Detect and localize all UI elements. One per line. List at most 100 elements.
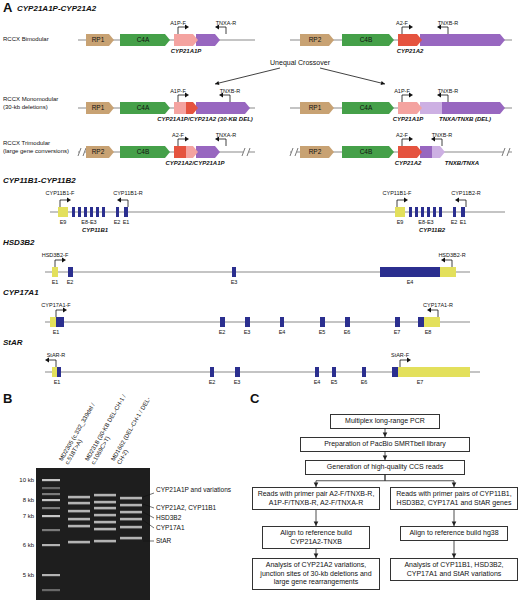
flow-line — [454, 541, 455, 559]
panel-letter: C — [250, 392, 259, 407]
sample-band — [120, 537, 142, 540]
break-mark — [295, 148, 298, 156]
ladder-band — [42, 487, 60, 489]
exon-box — [398, 367, 470, 377]
gene-arrow: RP1 — [300, 102, 334, 114]
gene-name: RP1 — [86, 102, 114, 114]
exon-box — [421, 207, 424, 217]
exon-box — [315, 367, 319, 377]
break-mark — [247, 148, 250, 156]
gene-title: CYP21A1P-CYP21A2 — [17, 4, 96, 13]
gene-label: CYP21A1P — [171, 48, 202, 55]
flow-line — [454, 510, 455, 526]
process-box: Analysis of CYP11B1, HSD3B2, CYP17A1 and… — [390, 558, 518, 581]
gene-label: CYP21A2 — [395, 160, 422, 167]
gene-fill — [120, 102, 170, 114]
band-pointer — [143, 493, 154, 497]
dna-line — [45, 321, 470, 322]
gene-label: CYP11B2 — [419, 227, 445, 234]
exon-box — [427, 207, 430, 217]
primer-arrow — [445, 260, 452, 267]
sample-band — [68, 502, 90, 505]
exon-box — [72, 207, 75, 217]
process-box: Align to reference build hg38 — [400, 526, 508, 541]
flow-line — [385, 475, 454, 488]
panel-letter: B — [3, 392, 12, 407]
process-box: Reads with primer pairs of CYP11B1, HSD3… — [390, 487, 518, 510]
size-marker: 10 kb — [19, 477, 34, 484]
primer-name: CYP17A1-R — [423, 302, 453, 308]
exon-box — [440, 267, 456, 277]
break-mark — [83, 148, 86, 156]
primer-head — [62, 258, 66, 263]
box-text: Analysis of CYP21A2 variations, junction… — [256, 561, 376, 587]
process-box: Preparation of PacBio SMRTbell library — [300, 437, 470, 452]
box-text: Align to reference build hg38 — [404, 529, 504, 538]
process-note: Unequal Crossover — [270, 59, 330, 67]
box-text: Generation of high-quality CCS reads — [309, 463, 461, 472]
gene-arrow: C4B — [342, 34, 394, 46]
exon-box — [58, 207, 68, 217]
primer-head — [117, 198, 121, 203]
sample-band — [68, 525, 90, 528]
primer-name: A2-F — [396, 132, 408, 138]
exon-label: E8-E3 — [81, 219, 96, 225]
flow-line — [385, 452, 386, 461]
size-marker: 7 kb — [23, 513, 34, 520]
primer-head — [407, 358, 411, 363]
exon-label: E3 — [244, 329, 251, 335]
row-label: RCCX Monomodular — [3, 96, 58, 103]
exon-label: E3 — [231, 279, 238, 285]
primer-head — [409, 137, 413, 142]
gene-label: TNXB/TNXA — [445, 160, 479, 167]
gene-arrow — [196, 146, 220, 158]
primer-arrow — [56, 310, 63, 317]
primer-arrow — [402, 27, 409, 34]
panel-letter: A — [3, 1, 12, 16]
band-pointer — [143, 541, 154, 542]
break-gap — [503, 148, 509, 156]
flow-arrow — [383, 452, 388, 461]
primer-name: TNXA-R — [216, 20, 236, 26]
exon-box — [220, 317, 225, 327]
gene-fill — [86, 146, 114, 158]
gene-fill — [300, 146, 334, 158]
sample-band — [120, 504, 142, 507]
box-text: Preparation of PacBio SMRTbell library — [304, 440, 466, 449]
break-mark — [502, 148, 505, 156]
exon-box — [90, 207, 93, 217]
primer-name: StAR-R — [47, 352, 66, 358]
primer-head — [45, 358, 49, 363]
exon-box — [116, 207, 119, 217]
sample-band — [94, 514, 116, 517]
primer-name: CYP11B2-R — [451, 190, 481, 196]
exon-label: E2 — [67, 279, 74, 285]
primer-head — [404, 198, 408, 203]
exon-box — [245, 317, 250, 327]
gene-arrow: C4A — [342, 102, 394, 114]
exon-label: E2 — [209, 379, 216, 385]
break-mark — [242, 148, 245, 156]
sample-band — [94, 507, 116, 510]
primer-arrow — [223, 95, 230, 102]
flow-arrow — [385, 475, 456, 488]
break-gap — [243, 148, 249, 156]
sample-band — [68, 496, 90, 499]
sample-band — [120, 511, 142, 514]
primer-arrow — [178, 27, 185, 34]
gene-label: CYP11B1 — [82, 227, 108, 234]
gene-title: HSD3B2 — [3, 238, 35, 247]
primer-arrow — [219, 139, 226, 146]
exon-box — [102, 207, 105, 217]
primer-name: A1P-F — [170, 88, 186, 94]
primer-arrow — [459, 200, 466, 207]
row-label: RCCX Bimodular — [3, 36, 49, 43]
primer-name: TNXB-R — [432, 132, 452, 138]
exon-box — [210, 367, 214, 377]
exon-box — [52, 267, 58, 277]
exon-box — [84, 207, 87, 217]
exon-label: E2 — [219, 329, 226, 335]
gene-name: RP2 — [300, 34, 334, 46]
gene-fill — [342, 34, 394, 46]
